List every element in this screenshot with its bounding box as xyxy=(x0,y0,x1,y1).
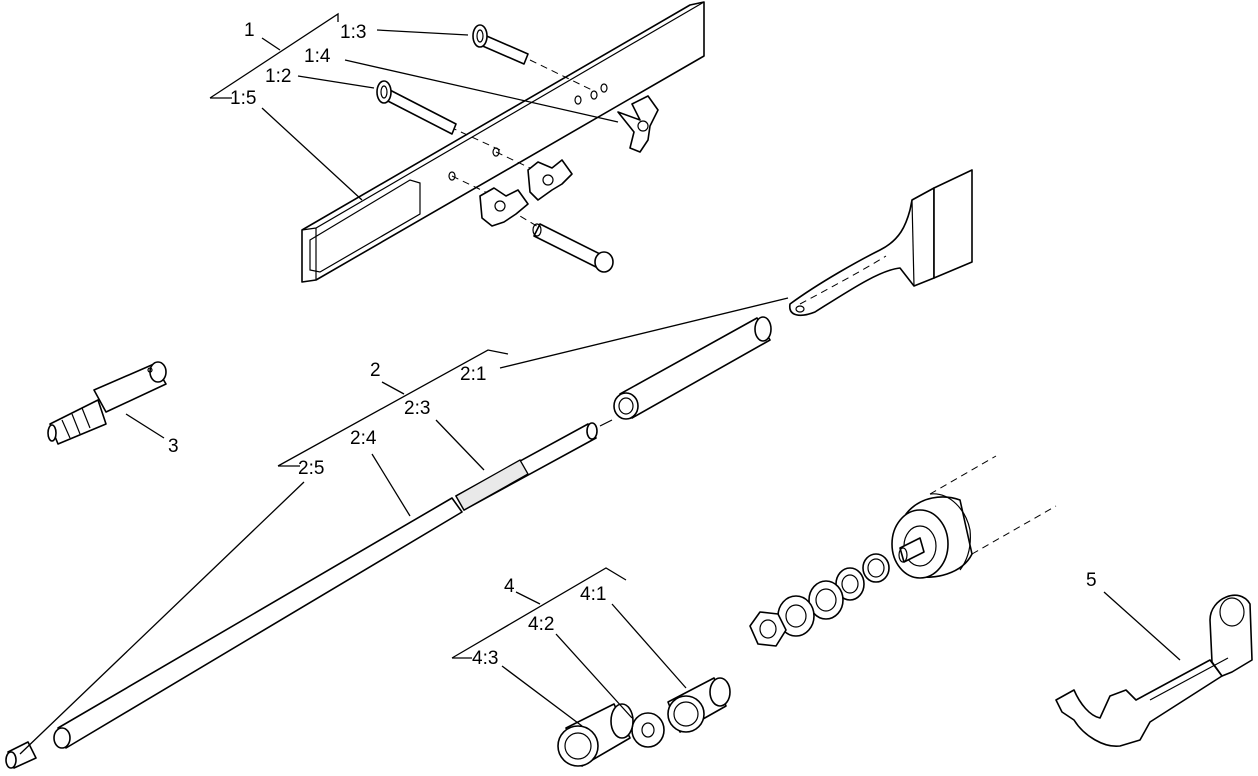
callout-3: 3 xyxy=(168,436,179,457)
washer-4-2 xyxy=(631,712,665,748)
spanner-wrench-5 xyxy=(1055,591,1253,747)
bolt-1-3 xyxy=(472,24,529,65)
washer-2 xyxy=(777,595,815,637)
washer-3 xyxy=(808,580,844,620)
handle-sleeve xyxy=(613,316,772,420)
callout-4-1: 4:1 xyxy=(580,584,606,605)
callout-4-2: 4:2 xyxy=(528,614,554,635)
callout-4: 4 xyxy=(504,576,515,597)
callout-2-4: 2:4 xyxy=(350,428,377,449)
housing xyxy=(891,455,1057,579)
spring-washer xyxy=(862,553,890,583)
hex-nut xyxy=(749,611,787,647)
rod-section-long xyxy=(53,497,463,749)
bolt-1-2 xyxy=(376,80,457,135)
callout-2-1: 2:1 xyxy=(460,364,486,385)
brush-2-1 xyxy=(789,169,973,317)
straight-edge-assembly xyxy=(209,1,705,283)
rod-section-upper xyxy=(455,419,613,511)
housing-and-nuts xyxy=(749,455,1057,647)
callout-2: 2 xyxy=(370,360,381,381)
callout-2-3: 2:3 xyxy=(404,398,430,419)
wing-nut-1-4 xyxy=(617,95,659,153)
bushing-assembly xyxy=(451,567,731,767)
wing-nut-lower xyxy=(479,187,529,227)
callout-4-3: 4:3 xyxy=(472,648,498,669)
callout-1-3: 1:3 xyxy=(340,22,366,43)
bushing-4-1 xyxy=(667,677,731,733)
bolt-long xyxy=(532,223,614,273)
splined-adapter-3 xyxy=(47,361,167,445)
scale-window xyxy=(309,179,421,273)
callout-1-2: 1:2 xyxy=(265,66,291,87)
rod-tip-2-5 xyxy=(5,741,37,769)
bushing-4-3 xyxy=(557,703,634,767)
callout-labels: 1 1:3 1:4 1:2 1:5 2 2:1 2:3 2:4 2:5 3 4 … xyxy=(168,20,1097,669)
callout-5: 5 xyxy=(1086,570,1097,591)
callout-2-5: 2:5 xyxy=(298,458,324,479)
callout-1-5: 1:5 xyxy=(230,88,256,109)
callout-1-4: 1:4 xyxy=(304,46,331,67)
straight-edge-bar xyxy=(301,1,705,283)
wing-nut-middle xyxy=(527,159,573,201)
callout-1: 1 xyxy=(244,20,255,41)
rod-assembly xyxy=(5,169,973,769)
